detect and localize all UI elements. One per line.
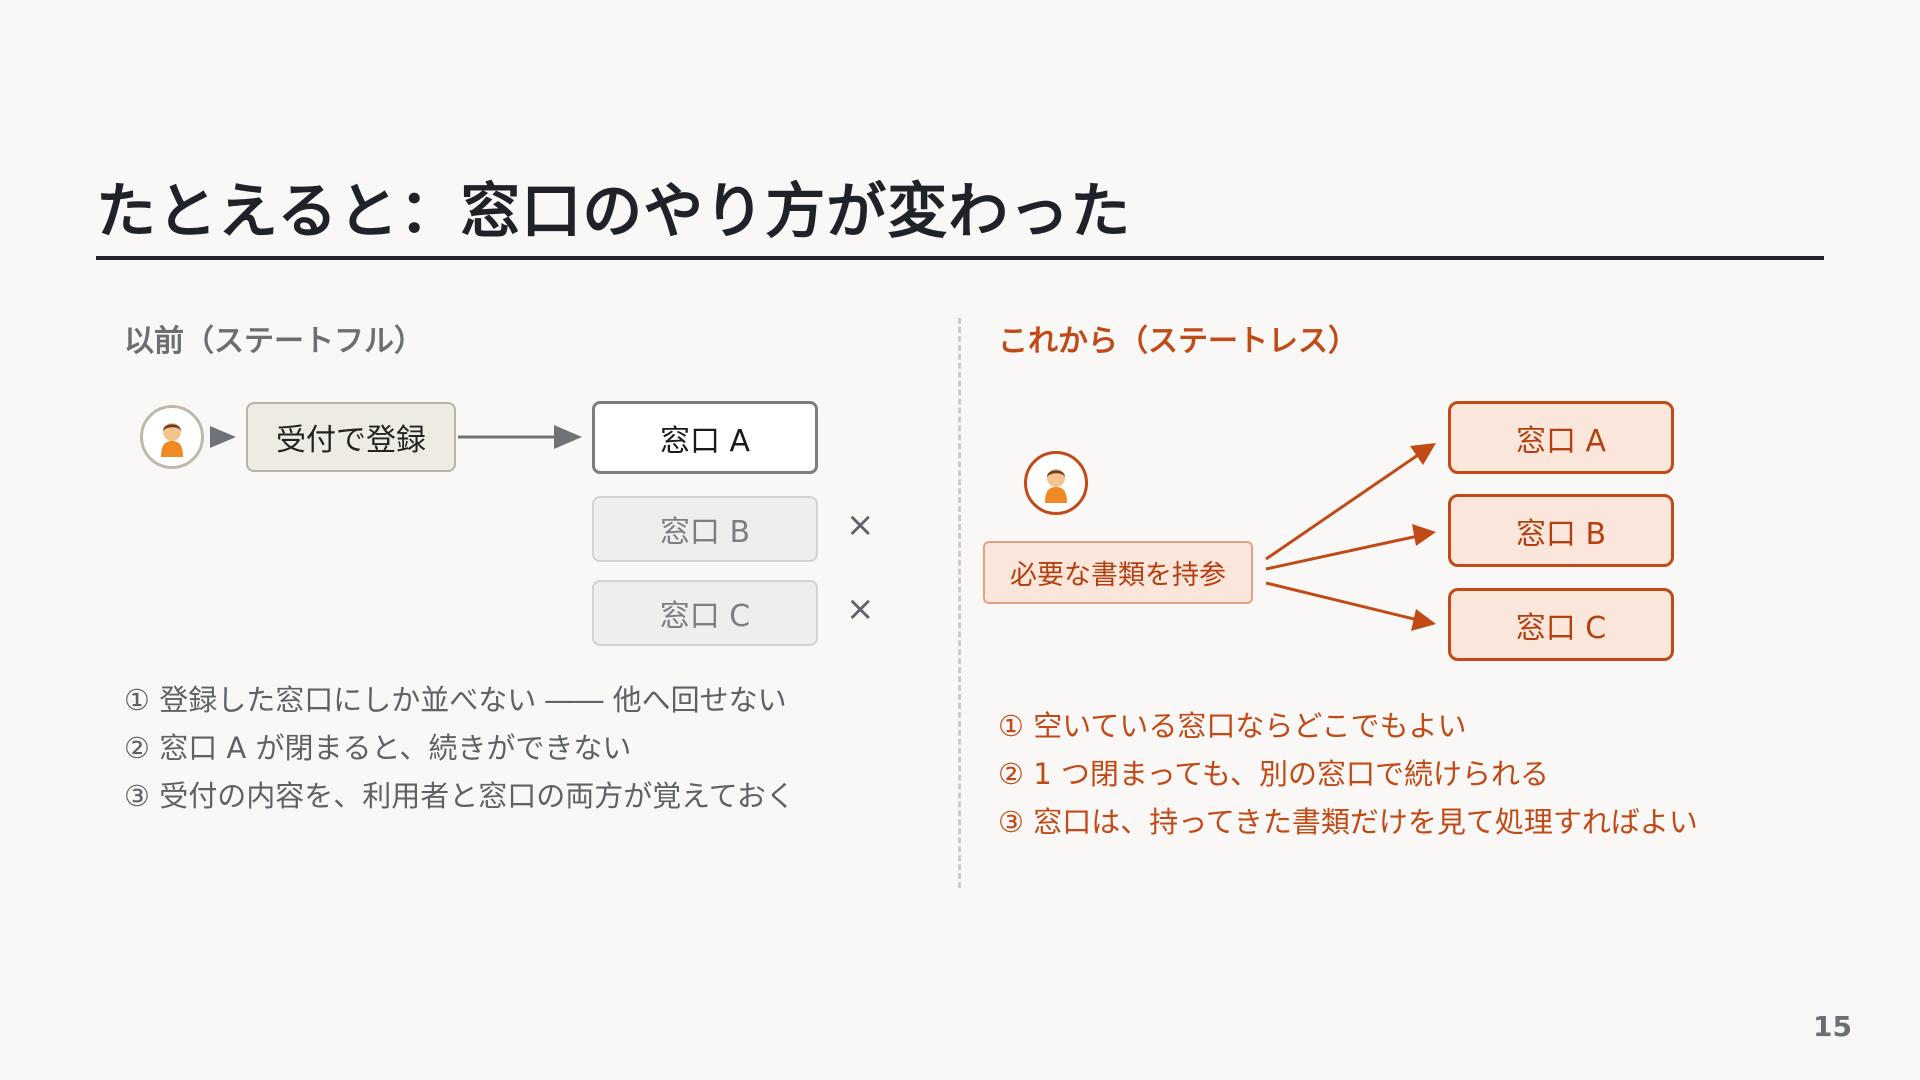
window-c-before: 窓口 C [592, 580, 818, 646]
list-item: ① 空いている窓口ならどこでもよい [998, 709, 1467, 743]
user-avatar-after [1024, 451, 1088, 515]
arrow-right-icon [1411, 609, 1436, 631]
arrow-right-icon [1265, 453, 1419, 561]
documents-box: 必要な書類を持参 [983, 541, 1253, 604]
arrow-right-icon [1412, 524, 1436, 546]
cross-icon: × [846, 505, 875, 545]
before-heading: 以前（ステートフル） [124, 324, 424, 359]
page-number: 15 [1813, 1010, 1852, 1043]
arrow-right-icon [1410, 443, 1436, 465]
reception-box: 受付で登録 [246, 402, 456, 472]
after-heading: これから（ステートレス） [998, 324, 1358, 359]
list-item: ① 登録した窓口にしか並べない ―― 他へ回せない [124, 683, 787, 717]
before-notes: ① 登録した窓口にしか並べない ―― 他へ回せない ② 窓口 A が閉まると、続… [124, 676, 795, 820]
window-b-after: 窓口 B [1448, 494, 1674, 567]
list-item: ③ 受付の内容を、利用者と窓口の両方が覚えておく [124, 779, 795, 813]
list-item: ③ 窓口は、持ってきた書類だけを見て処理すればよい [998, 805, 1698, 839]
window-b-before: 窓口 B [592, 496, 818, 562]
window-c-after: 窓口 C [1448, 588, 1674, 661]
arrow-right-icon [210, 426, 236, 448]
arrow-right-icon [1265, 534, 1419, 571]
person-icon [1045, 469, 1067, 503]
list-item: ② 窓口 A が閉まると、続きができない [124, 731, 632, 765]
cross-icon: × [846, 589, 875, 629]
arrow-right-icon [1265, 581, 1419, 622]
column-divider [958, 318, 961, 888]
window-a-before: 窓口 A [592, 401, 818, 474]
person-icon [161, 423, 183, 457]
user-avatar-before [140, 405, 204, 469]
after-notes: ① 空いている窓口ならどこでもよい ② 1 つ閉まっても、別の窓口で続けられる … [998, 702, 1698, 846]
window-a-after: 窓口 A [1448, 401, 1674, 474]
page-title: たとえると：窓口のやり方が変わった [96, 177, 1132, 247]
list-item: ② 1 つ閉まっても、別の窓口で続けられる [998, 757, 1549, 791]
title-underline [96, 256, 1824, 260]
arrow-right-icon [554, 425, 582, 449]
